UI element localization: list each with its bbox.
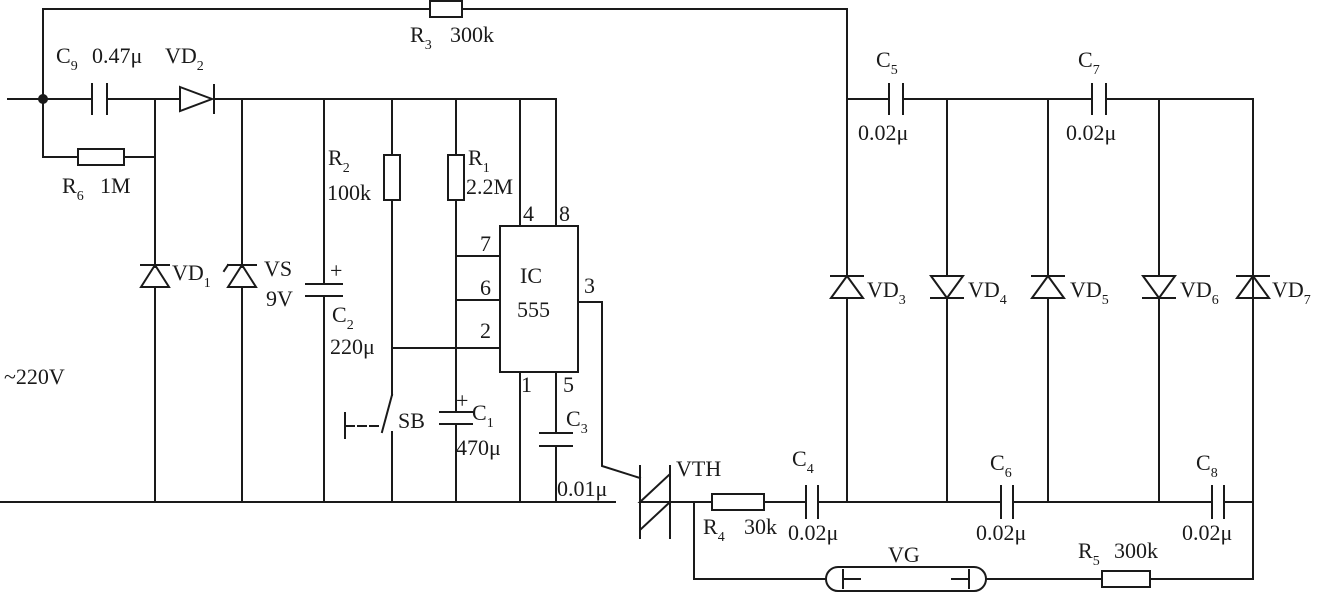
label-c3: C3 bbox=[566, 406, 588, 437]
label-c4-value: 0.02μ bbox=[788, 520, 838, 545]
capacitor-c6 bbox=[1000, 485, 1014, 519]
ic-label: IC bbox=[520, 263, 542, 288]
polarity-c1: + bbox=[456, 388, 468, 413]
label-r5-value: 300k bbox=[1114, 538, 1158, 563]
label-c2: C2 bbox=[332, 302, 354, 333]
label-c5: C5 bbox=[876, 47, 898, 78]
label-vs: VS bbox=[264, 256, 292, 281]
label-sb: SB bbox=[398, 408, 425, 433]
label-r4: R4 bbox=[703, 514, 725, 545]
resistor-r2 bbox=[383, 154, 401, 201]
ic-pin-5: 5 bbox=[563, 372, 574, 397]
label-vd7: VD7 bbox=[1272, 277, 1311, 308]
resistor-r3 bbox=[429, 0, 463, 18]
label-vd6: VD6 bbox=[1180, 277, 1219, 308]
label-vd2: VD2 bbox=[165, 43, 204, 74]
label-vd4: VD4 bbox=[968, 277, 1007, 308]
capacitor-c7 bbox=[1091, 83, 1107, 115]
capacitor-c9 bbox=[91, 83, 108, 115]
capacitor-c1 bbox=[439, 411, 473, 425]
label-r1-value: 2.2M bbox=[466, 174, 513, 199]
resistor-r4 bbox=[711, 493, 765, 511]
label-c8: C8 bbox=[1196, 450, 1218, 481]
label-c5-value: 0.02μ bbox=[858, 120, 908, 145]
capacitor-c4 bbox=[805, 485, 819, 519]
label-r6-value: 1M bbox=[100, 173, 131, 198]
label-c6: C6 bbox=[990, 450, 1012, 481]
label-c8-value: 0.02μ bbox=[1182, 520, 1232, 545]
label-r1: R1 bbox=[468, 145, 490, 176]
ic-pin-8: 8 bbox=[559, 201, 570, 226]
label-r4-value: 30k bbox=[744, 514, 777, 539]
diode-vd4 bbox=[929, 275, 965, 300]
label-vd1: VD1 bbox=[172, 260, 211, 291]
label-r2: R2 bbox=[328, 145, 350, 176]
capacitor-c2 bbox=[305, 283, 343, 297]
ic-label-555: 555 bbox=[517, 297, 550, 322]
label-c4: C4 bbox=[792, 446, 814, 477]
resistor-r5 bbox=[1101, 570, 1151, 588]
ic-pin-3: 3 bbox=[584, 273, 595, 298]
diode-vd6 bbox=[1141, 275, 1177, 300]
diode-vd7 bbox=[1235, 274, 1271, 299]
label-c1-value: 470μ bbox=[456, 435, 501, 460]
diode-vd1 bbox=[139, 263, 171, 288]
capacitor-c3 bbox=[539, 432, 573, 447]
label-r5: R5 bbox=[1078, 538, 1100, 569]
label-c1: C1 bbox=[472, 400, 494, 431]
triac-vth bbox=[637, 465, 673, 539]
zener-vs bbox=[222, 263, 258, 288]
ic-555 bbox=[499, 225, 579, 373]
label-r6: R6 bbox=[62, 173, 84, 204]
label-vs-value: 9V bbox=[266, 286, 293, 311]
label-r3-value: 300k bbox=[450, 22, 494, 47]
label-c9: C9 bbox=[56, 43, 78, 74]
resistor-r1 bbox=[447, 154, 465, 201]
junction-dot bbox=[38, 94, 48, 104]
diode-vd5 bbox=[1030, 274, 1066, 299]
label-c6-value: 0.02μ bbox=[976, 520, 1026, 545]
ic-pin-7: 7 bbox=[480, 231, 491, 256]
label-supply: ~220V bbox=[4, 364, 65, 389]
ic-pin-6: 6 bbox=[480, 275, 491, 300]
label-r3: R3 bbox=[410, 22, 432, 53]
capacitor-c8 bbox=[1211, 485, 1225, 519]
diode-vd2 bbox=[179, 84, 215, 114]
label-r2-value: 100k bbox=[327, 180, 371, 205]
diode-vd3 bbox=[829, 274, 865, 299]
ic-pin-2: 2 bbox=[480, 318, 491, 343]
label-vd3: VD3 bbox=[867, 277, 906, 308]
label-c2-value: 220μ bbox=[330, 334, 375, 359]
label-c7-value: 0.02μ bbox=[1066, 120, 1116, 145]
label-c9-value: 0.47μ bbox=[92, 43, 142, 68]
ic-pin-1: 1 bbox=[521, 372, 532, 397]
ic-pin-4: 4 bbox=[523, 201, 534, 226]
capacitor-c5 bbox=[888, 83, 904, 115]
switch-sb bbox=[344, 393, 394, 439]
polarity-c2: + bbox=[330, 258, 342, 283]
wires bbox=[0, 8, 1254, 580]
lamp-vg bbox=[825, 566, 987, 592]
label-vth: VTH bbox=[676, 456, 721, 481]
label-c7: C7 bbox=[1078, 47, 1100, 78]
resistor-r6 bbox=[77, 148, 125, 166]
label-c3-value: 0.01μ bbox=[557, 476, 607, 501]
label-vg: VG bbox=[888, 542, 920, 567]
label-vd5: VD5 bbox=[1070, 277, 1109, 308]
